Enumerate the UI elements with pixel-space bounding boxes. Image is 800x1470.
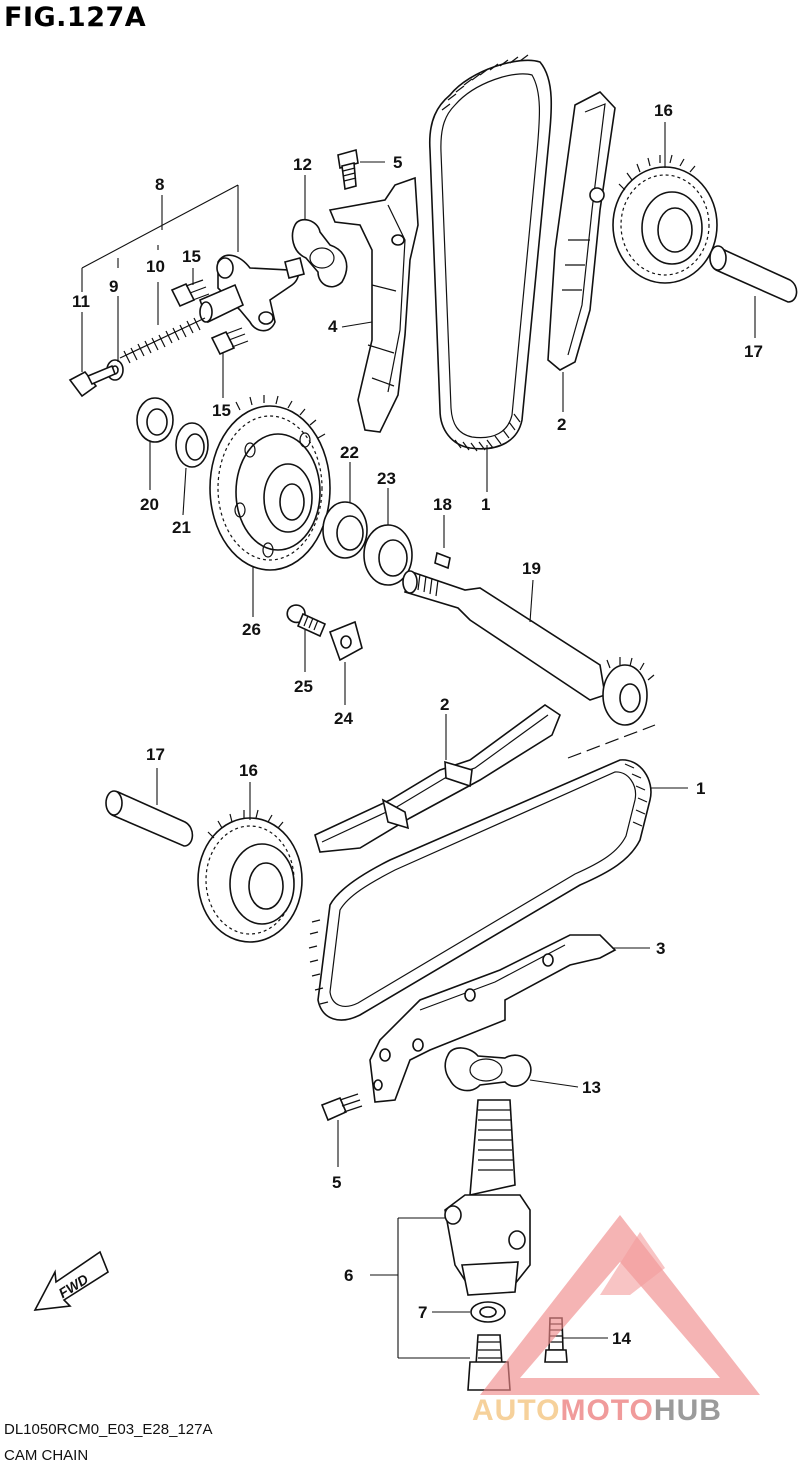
callout-5-lower: 5 [332, 1173, 341, 1192]
footer-diagram-code: DL1050RCM0_E03_E28_127A [4, 1421, 213, 1438]
callout-22: 22 [340, 443, 359, 462]
gasket-lower [444, 1047, 532, 1092]
callout-8: 8 [155, 175, 164, 194]
seal-20 [136, 397, 174, 443]
bolt-25 [286, 604, 327, 638]
callout-2-lower: 2 [440, 695, 449, 714]
callout-10: 10 [146, 257, 165, 276]
watermark-hub: HUB [654, 1394, 722, 1427]
tensioner-spring [119, 317, 206, 364]
callout-25: 25 [294, 677, 313, 696]
figure-title: FIG.127A [4, 2, 147, 33]
callout-17-lower: 17 [146, 745, 165, 764]
callout-3: 3 [656, 939, 665, 958]
cam-sprocket-upper [612, 154, 718, 284]
callout-12: 12 [293, 155, 312, 174]
callout-16-lower: 16 [239, 761, 258, 780]
watermark-moto: MOTO [560, 1394, 653, 1427]
cam-sprocket-lower [197, 809, 303, 943]
washer-7 [470, 1301, 506, 1323]
callouts: 8 10 9 11 15 15 12 5 4 16 17 2 1 20 21 2… [72, 101, 763, 1348]
key-18 [434, 551, 451, 570]
callout-4: 4 [328, 317, 338, 336]
forward-arrow: FWD [33, 1250, 109, 1311]
footer-diagram-name: CAM CHAIN [4, 1447, 89, 1464]
plate-24 [328, 620, 363, 662]
callout-15-upper: 15 [182, 247, 201, 266]
callout-15-lower: 15 [212, 401, 231, 420]
gasket-upper [291, 218, 348, 288]
callout-20: 20 [140, 495, 159, 514]
callout-6: 6 [344, 1266, 353, 1285]
chain-tensioner-arm [369, 934, 617, 1103]
washer-21 [175, 422, 209, 468]
callout-16-upper: 16 [654, 101, 673, 120]
idler-shaft [402, 570, 655, 726]
callout-21: 21 [172, 518, 191, 537]
tensioner-assembly-upper [198, 254, 305, 332]
watermark-logo: AUTOMOTOHUB [472, 1215, 760, 1427]
callout-2-upper: 2 [557, 415, 566, 434]
callout-9: 9 [109, 277, 118, 296]
callout-18: 18 [433, 495, 452, 514]
bolt-11 [68, 364, 117, 398]
bolt-upper [337, 148, 359, 191]
callout-26: 26 [242, 620, 261, 639]
watermark-auto: AUTO [472, 1394, 560, 1427]
cam-pin-lower [105, 790, 194, 847]
watermark-triangle [480, 1215, 760, 1395]
tensioner-lower-assembly [444, 1099, 531, 1296]
callout-13: 13 [582, 1078, 601, 1097]
svg-text:AUTOMOTOHUB: AUTOMOTOHUB [472, 1394, 722, 1427]
tensioner-lever [328, 176, 419, 433]
callout-1-lower: 1 [696, 779, 705, 798]
bolt-15-lower [210, 327, 249, 356]
cam-chain-upper [428, 54, 553, 452]
bearing-22 [322, 501, 368, 559]
callout-23: 23 [377, 469, 396, 488]
bolt-15-upper [170, 279, 210, 308]
callout-5-upper: 5 [393, 153, 402, 172]
callout-11: 11 [72, 292, 90, 311]
callout-1-upper: 1 [481, 495, 490, 514]
bolt-lower [320, 1093, 363, 1122]
callout-7: 7 [418, 1303, 427, 1322]
cam-pin-upper [709, 245, 798, 303]
callout-14: 14 [612, 1329, 631, 1348]
leader-lines [81, 122, 756, 1359]
chain-guide-lower [314, 704, 561, 853]
cam-chain-lower [308, 724, 656, 1021]
idler-gear [209, 395, 331, 571]
chain-guide-upper [547, 91, 616, 371]
callout-24: 24 [334, 709, 353, 728]
callout-19: 19 [522, 559, 541, 578]
callout-17-upper: 17 [744, 342, 763, 361]
